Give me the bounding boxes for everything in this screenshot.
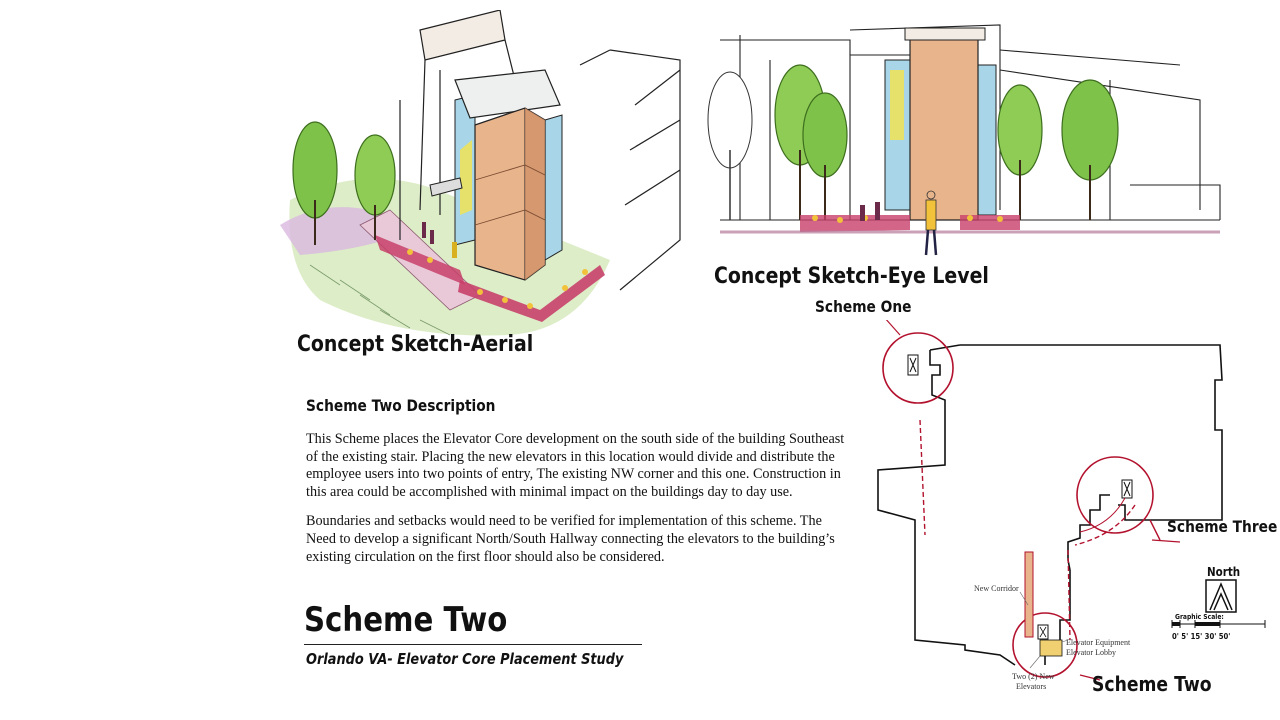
- scheme-one-circle: [882, 332, 954, 404]
- label-scheme-three: Scheme Three: [1167, 517, 1278, 536]
- label-scheme-two: Scheme Two: [1092, 672, 1212, 696]
- note-new-corridor: New Corridor: [974, 584, 1019, 593]
- aerial-concept-sketch: [280, 10, 681, 336]
- note-elevator-equipment: Elevator Equipment: [1066, 638, 1131, 647]
- eye-level-concept-sketch: [707, 24, 1221, 256]
- graphic-scale-ticks: 0' 5' 15' 30' 50': [1172, 632, 1231, 641]
- north-label: North: [1207, 565, 1241, 579]
- description-paragraph-1: This Scheme places the Elevator Core dev…: [306, 431, 845, 500]
- note-new-elevators-line2: Elevators: [1016, 682, 1047, 691]
- caption-aerial: Concept Sketch-Aerial: [297, 332, 534, 357]
- description-heading: Scheme Two Description: [306, 396, 496, 415]
- graphic-scale-label: Graphic Scale:: [1175, 613, 1224, 621]
- note-new-elevators-line1: Two (2) New: [1012, 672, 1055, 681]
- scheme-three-circle: [1076, 456, 1154, 534]
- label-scheme-one: Scheme One: [815, 297, 912, 316]
- site-plan: [877, 320, 1266, 681]
- title-divider: [304, 644, 642, 645]
- description-paragraph-2: Boundaries and setbacks would need to be…: [306, 513, 835, 565]
- scheme-title: Scheme Two: [304, 600, 508, 640]
- note-elevator-lobby: Elevator Lobby: [1066, 648, 1116, 657]
- caption-eye-level: Concept Sketch-Eye Level: [714, 264, 989, 289]
- project-subtitle: Orlando VA- Elevator Core Placement Stud…: [306, 650, 624, 668]
- description-body: This Scheme places the Elevator Core dev…: [306, 431, 846, 578]
- scheme-two-circle: [1012, 612, 1078, 678]
